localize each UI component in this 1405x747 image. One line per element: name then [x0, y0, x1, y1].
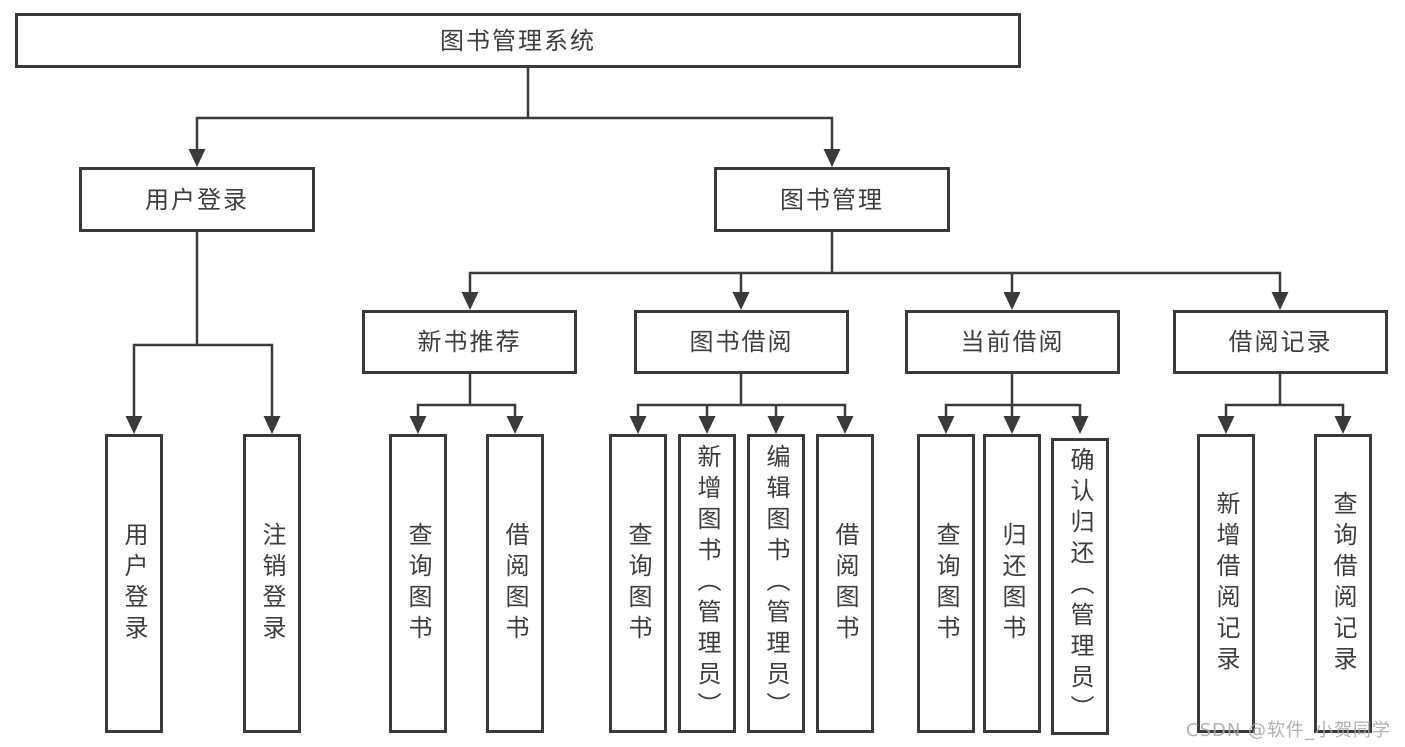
- leaf-cb-query-books: 查询图书: [917, 434, 975, 733]
- leaf-nb-query-books: 查询图书: [389, 434, 447, 733]
- leaf-cb-confirm-return-admin: 确认归还（管理员）: [1051, 438, 1109, 735]
- node-library-system: 图书管理系统: [15, 13, 1021, 68]
- arrowheads: [125, 149, 1352, 434]
- leaf-bb-query-books: 查询图书: [609, 434, 667, 733]
- leaf-br-query-record: 查询借阅记录: [1314, 434, 1372, 733]
- leaf-logout: 注销登录: [243, 434, 301, 733]
- node-book-borrowing: 图书借阅: [634, 310, 849, 374]
- leaf-nb-borrow-books: 借阅图书: [486, 434, 544, 733]
- leaf-bb-borrow-books: 借阅图书: [816, 434, 874, 733]
- leaf-br-add-record: 新增借阅记录: [1197, 434, 1255, 733]
- watermark: CSDN @软件_小贺同学: [1186, 720, 1392, 741]
- leaf-user-login: 用户登录: [105, 434, 163, 733]
- node-book-management: 图书管理: [714, 167, 950, 232]
- node-borrowing-records: 借阅记录: [1173, 310, 1388, 374]
- node-current-borrowing: 当前借阅: [905, 310, 1120, 374]
- node-user-login: 用户登录: [79, 167, 315, 232]
- leaf-cb-return-books: 归还图书: [983, 434, 1041, 733]
- node-new-book-recommend: 新书推荐: [362, 310, 577, 374]
- leaf-bb-edit-books-admin: 编辑图书（管理员）: [747, 434, 805, 733]
- leaf-bb-add-books-admin: 新增图书（管理员）: [678, 434, 736, 733]
